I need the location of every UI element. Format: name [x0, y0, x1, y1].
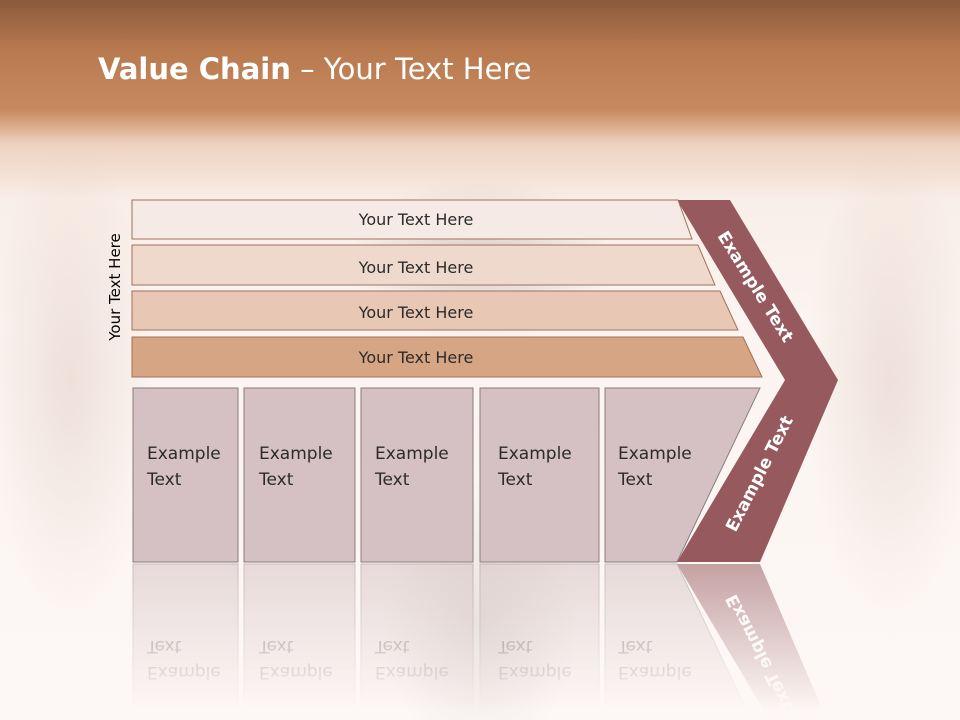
column-4: [479, 387, 600, 563]
column-2-line1: Example: [259, 444, 333, 464]
column-3-line1: Example: [375, 444, 449, 464]
column-1: [132, 387, 239, 563]
column-2: [243, 387, 356, 563]
title-bold: Value Chain: [98, 52, 291, 86]
diagram-reflection: Example Text Example Text Example Text E…: [132, 563, 827, 720]
column-4-line1: Example: [498, 444, 572, 464]
band-3: [131, 290, 739, 331]
column-3: [360, 387, 474, 563]
reflection-text: Example: [498, 662, 572, 682]
band-3-label: Your Text Here: [358, 303, 474, 322]
column-3-line2: Text: [374, 470, 410, 490]
reflection-text: Example: [618, 662, 692, 682]
title-rest: – Your Text Here: [290, 52, 532, 86]
band-4: [131, 336, 763, 378]
band-2: [131, 244, 716, 286]
band-1: [131, 199, 693, 240]
column-4-line2: Text: [497, 470, 533, 490]
band-2-label: Your Text Here: [358, 258, 474, 277]
column-1-line2: Text: [146, 470, 182, 490]
reflection-text: Text: [258, 636, 294, 656]
band-4-label: Your Text Here: [358, 348, 474, 367]
reflection-text: Text: [617, 636, 653, 656]
header-band: [0, 0, 960, 200]
reflection-text: Text: [374, 636, 410, 656]
arrow-upper-segment: [677, 200, 838, 380]
band-1-label: Your Text Here: [358, 210, 474, 229]
arrow-lower-segment: [677, 380, 838, 562]
reflection-text: Example: [147, 662, 221, 682]
reflection-text: Example: [259, 662, 333, 682]
column-2-line2: Text: [258, 470, 294, 490]
reflection-text: Text: [146, 636, 182, 656]
column-5-line2: Text: [617, 470, 653, 490]
reflection-text: Example: [375, 662, 449, 682]
slide-title: Value Chain – Your Text Here: [98, 52, 532, 86]
column-5-line1: Example: [618, 444, 692, 464]
reflection-text: Text: [497, 636, 533, 656]
column-1-line1: Example: [147, 444, 221, 464]
column-5: [604, 387, 761, 563]
